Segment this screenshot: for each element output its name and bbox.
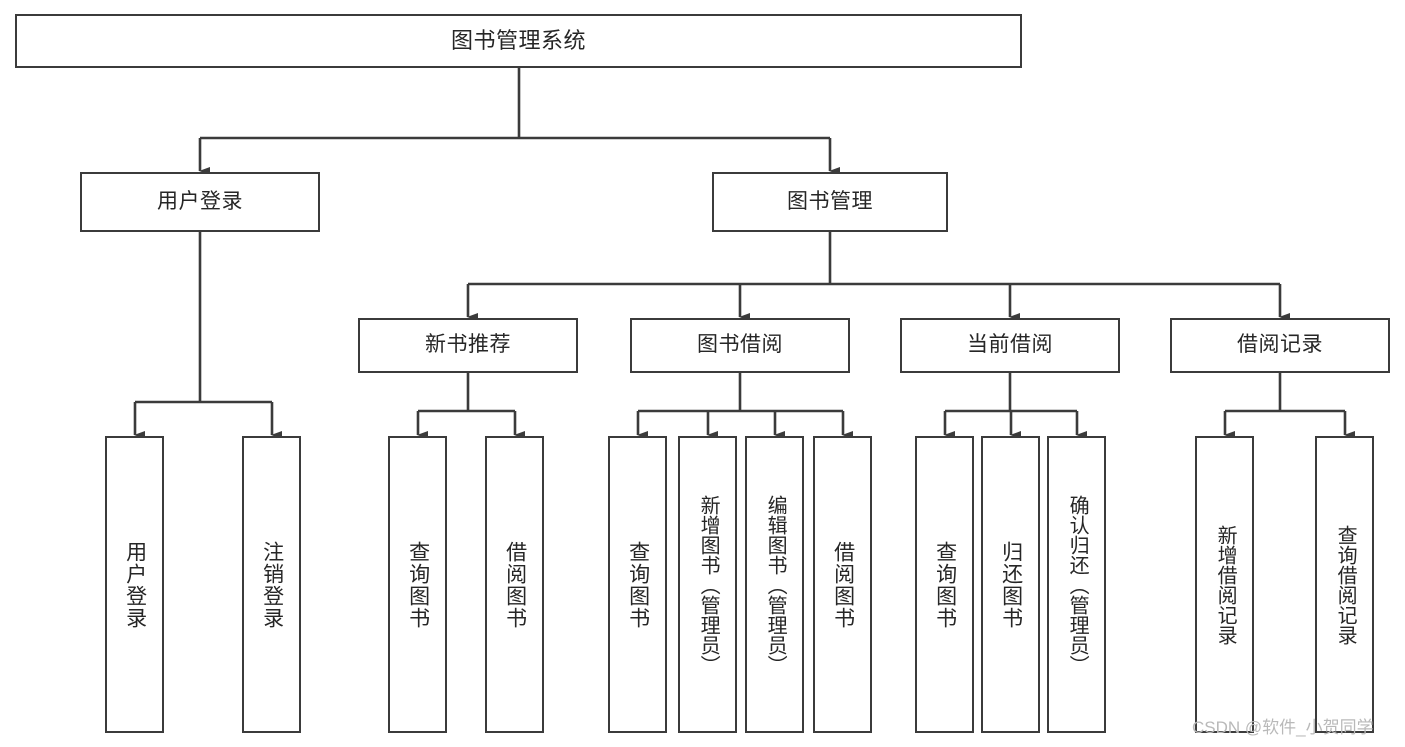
node-label: 借阅记录	[1237, 333, 1323, 357]
node-label: 图书管理系统	[450, 28, 586, 54]
node-user-login[interactable]: 用户登录	[80, 172, 320, 232]
node-label: 查询借阅记录	[1334, 524, 1357, 645]
leaf-user-login[interactable]: 用户登录	[105, 436, 164, 733]
leaf-query-book-recommend[interactable]: 查询图书	[388, 436, 447, 733]
leaf-query-borrow-record[interactable]: 查询借阅记录	[1315, 436, 1374, 733]
node-label: 注销登录	[260, 540, 284, 629]
node-label: 查询图书	[406, 540, 430, 629]
leaf-add-borrow-record[interactable]: 新增借阅记录	[1195, 436, 1254, 733]
node-borrow-record[interactable]: 借阅记录	[1170, 318, 1390, 373]
node-label: 新增借阅记录	[1214, 524, 1237, 645]
leaf-logout[interactable]: 注销登录	[242, 436, 301, 733]
node-label: 借阅图书	[503, 540, 527, 629]
csdn-watermark: CSDN @软件_小贺同学	[1192, 718, 1374, 737]
leaf-query-book-current[interactable]: 查询图书	[915, 436, 974, 733]
node-root-system[interactable]: 图书管理系统	[15, 14, 1022, 68]
node-label: 用户登录	[123, 540, 147, 629]
node-current-borrow[interactable]: 当前借阅	[900, 318, 1120, 373]
node-label: 确认归还（管理员）	[1066, 494, 1089, 675]
leaf-borrow-book[interactable]: 借阅图书	[813, 436, 872, 733]
node-book-management[interactable]: 图书管理	[712, 172, 948, 232]
leaf-return-book[interactable]: 归还图书	[981, 436, 1040, 733]
node-label: 当前借阅	[967, 333, 1053, 357]
leaf-add-book-admin[interactable]: 新增图书（管理员）	[678, 436, 737, 733]
leaf-borrow-book-recommend[interactable]: 借阅图书	[485, 436, 544, 733]
node-label: 借阅图书	[831, 540, 855, 629]
node-book-borrow[interactable]: 图书借阅	[630, 318, 850, 373]
node-label: 查询图书	[626, 540, 650, 629]
node-label: 编辑图书（管理员）	[764, 494, 787, 675]
node-label: 查询图书	[933, 540, 957, 629]
leaf-query-book-borrow[interactable]: 查询图书	[608, 436, 667, 733]
node-new-book-recommend[interactable]: 新书推荐	[358, 318, 578, 373]
node-label: 归还图书	[999, 540, 1023, 629]
leaf-edit-book-admin[interactable]: 编辑图书（管理员）	[745, 436, 804, 733]
leaf-confirm-return-admin[interactable]: 确认归还（管理员）	[1047, 436, 1106, 733]
node-label: 新书推荐	[425, 333, 511, 357]
node-label: 用户登录	[157, 189, 243, 213]
node-label: 图书借阅	[697, 333, 783, 357]
node-label: 图书管理	[787, 189, 873, 213]
node-label: 新增图书（管理员）	[697, 494, 720, 675]
